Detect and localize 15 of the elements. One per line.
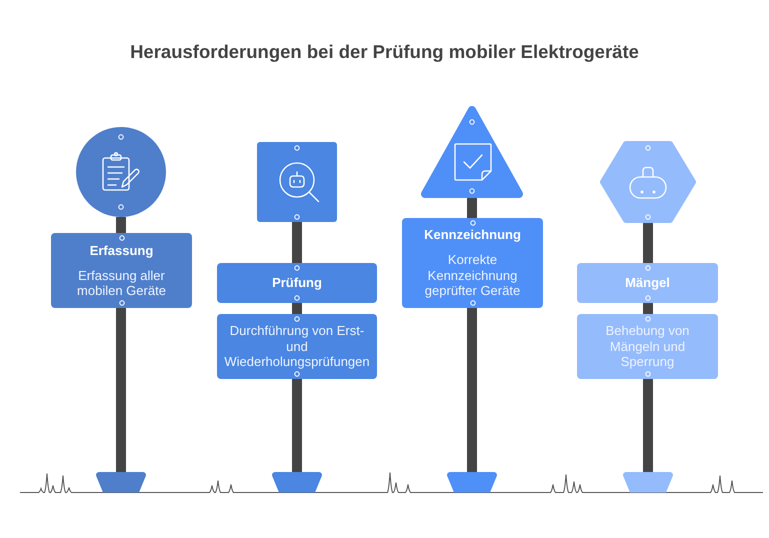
sign-panel <box>217 263 377 303</box>
panel-title: Kennzeichnung <box>424 227 521 244</box>
panel-text: Durchführung von Erst- und Wiederholungsprüfungen <box>223 323 371 370</box>
panel-title: Mängel <box>625 275 670 291</box>
sign-panel <box>402 218 543 308</box>
sign-panel <box>577 263 718 303</box>
panel-title: Erfassung <box>90 242 154 258</box>
panel-text: Korrekte Kennzeichnung geprüfter Geräte <box>424 252 522 299</box>
panel-text: Erfassung aller mobilen Geräte <box>76 268 167 298</box>
sign-panel <box>217 314 377 379</box>
diagram-title: Herausforderungen bei der Prüfung mobiler Elektrogeräte <box>130 40 639 64</box>
panel-title: Prüfung <box>272 275 322 291</box>
sign-panel <box>51 233 192 308</box>
panel-text: Behebung von Mängeln und Sperrung <box>604 323 690 370</box>
sign-panel <box>577 314 718 379</box>
